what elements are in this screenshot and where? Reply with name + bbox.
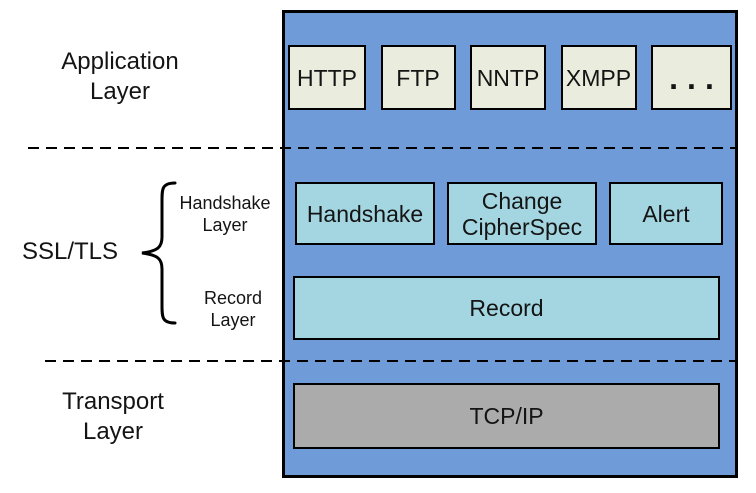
alert-box: Alert [609, 182, 723, 245]
handshake-layer-label: Handshake Layer [165, 192, 285, 236]
divider-ssl-transport [45, 360, 736, 362]
transport-layer-label-line2: Layer [82, 418, 144, 445]
transport-layer-label: Transport Layer [28, 387, 198, 447]
protocol-stack-panel: HTTP FTP NNTP XMPP ... Handshake Change … [282, 10, 738, 478]
record-layer-label-line2: Layer [210, 310, 256, 330]
protocol-box-http: HTTP [288, 45, 366, 110]
ssl-tls-label: SSL/TLS [21, 238, 119, 265]
change-cipherspec-box: Change CipherSpec [447, 182, 597, 245]
record-layer-label: Record Layer [173, 287, 293, 331]
application-protocols-row: HTTP FTP NNTP XMPP ... [288, 45, 732, 110]
application-layer-label-line1: Application [61, 48, 179, 75]
application-layer-label-line2: Layer [89, 78, 151, 105]
protocol-box-ftp: FTP [380, 45, 456, 110]
tcp-ip-box: TCP/IP [293, 383, 720, 449]
handshake-sublayer-row: Handshake Change CipherSpec Alert [295, 182, 723, 245]
application-layer-label: Application Layer [35, 47, 205, 107]
divider-application-ssl [28, 147, 736, 149]
record-box: Record [293, 276, 720, 340]
transport-layer-label-line1: Transport [62, 388, 164, 415]
protocol-box-ellipsis: ... [651, 45, 732, 110]
handshake-box: Handshake [295, 182, 435, 245]
record-layer-label-line1: Record [203, 288, 263, 308]
curly-brace-icon [141, 181, 177, 325]
protocol-box-xmpp: XMPP [560, 45, 637, 110]
handshake-layer-label-line2: Layer [202, 215, 248, 235]
protocol-box-nntp: NNTP [470, 45, 546, 110]
handshake-layer-label-line1: Handshake [179, 193, 271, 213]
